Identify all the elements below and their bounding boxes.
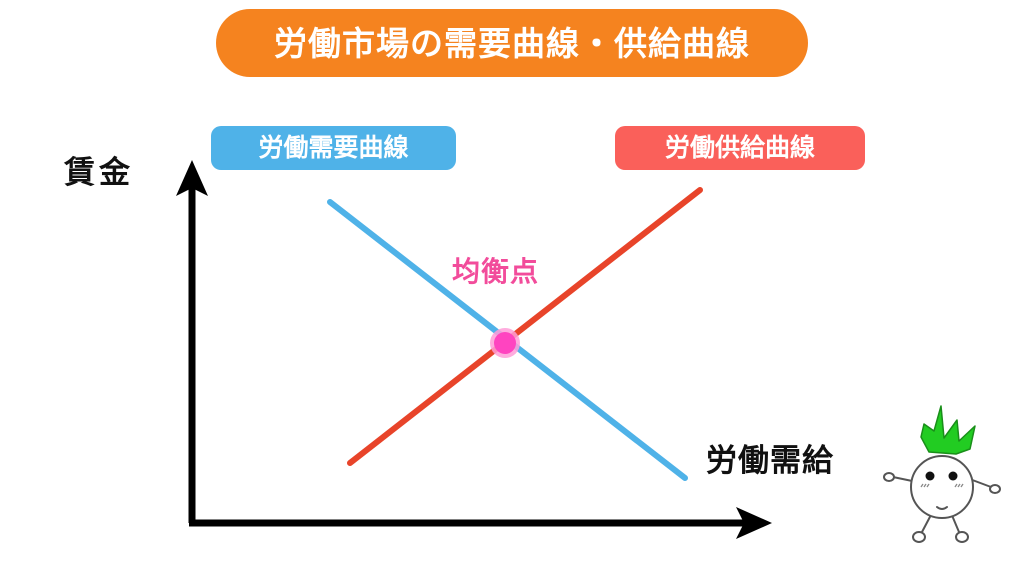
mascot-mouth-icon (936, 506, 948, 510)
mascot-right-foot (955, 531, 969, 543)
mascot-right-eye-icon (948, 471, 958, 481)
title-banner: 労働市場の需要曲線・供給曲線 (216, 9, 808, 77)
mascot-right-hand (989, 484, 1001, 494)
demand-curve-label: 労働需要曲線 (211, 126, 456, 170)
mascot-body (910, 455, 974, 519)
y-axis-arrow-icon (176, 160, 208, 196)
supply-curve-line (347, 187, 703, 466)
page-title: 労働市場の需要曲線・供給曲線 (274, 24, 750, 62)
equilibrium-point-label: 均衡点 (450, 256, 540, 287)
mascot-left-eye-icon (925, 471, 935, 481)
x-axis-label: 労働需給 (706, 443, 834, 478)
demand-curve-label-text: 労働需要曲線 (258, 133, 409, 162)
turnip-mascot (883, 405, 1001, 543)
x-axis-arrow-icon (736, 507, 772, 539)
supply-curve-label: 労働供給曲線 (615, 126, 865, 170)
mascot-left-blush-icon (920, 483, 930, 488)
mascot-left-hand (883, 472, 895, 482)
supply-curve-label-text: 労働供給曲線 (664, 133, 815, 162)
mascot-left-foot (912, 531, 926, 543)
y-axis-label: 賃金 (64, 155, 134, 190)
mascot-leaf-icon (920, 405, 976, 455)
equilibrium-point-dot (494, 332, 516, 354)
mascot-right-blush-icon (954, 483, 964, 488)
